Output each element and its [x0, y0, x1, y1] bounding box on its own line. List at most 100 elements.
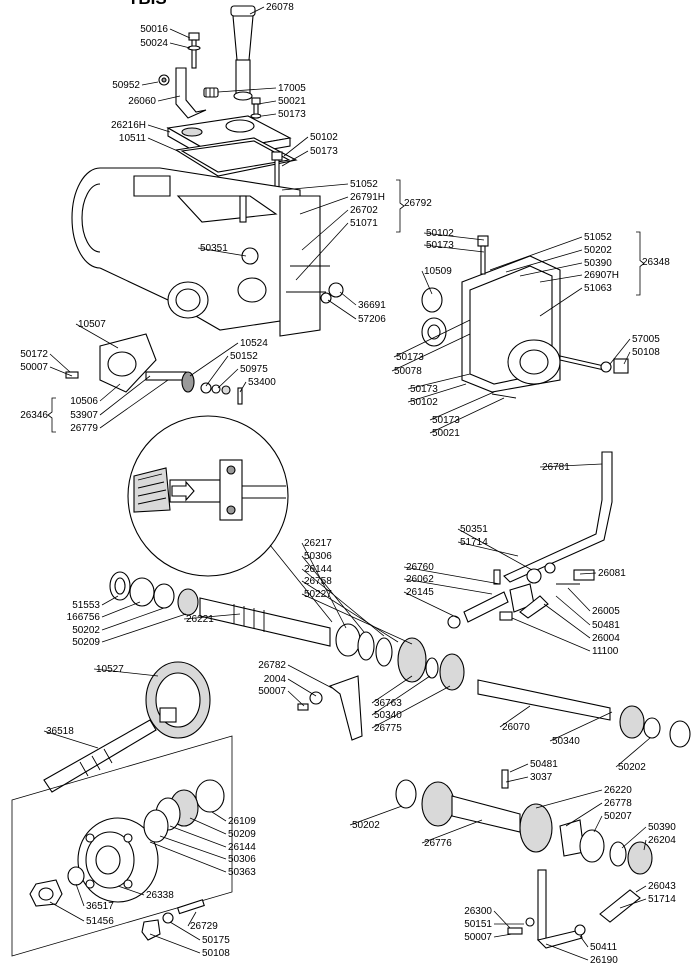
leader-line	[535, 789, 603, 809]
part-number-label: 51714	[648, 894, 676, 905]
part-number-label: 10506	[70, 396, 98, 407]
large-gear-part	[145, 661, 211, 739]
leader-line	[421, 819, 483, 844]
leader-line	[327, 299, 357, 320]
leader-line	[99, 383, 121, 402]
part-number-label: 10509	[424, 266, 452, 277]
side-cover-part	[421, 235, 629, 399]
leader-line	[549, 711, 613, 742]
part-number-label: 50202	[584, 245, 612, 256]
part-number-label: 26220	[604, 785, 632, 796]
part-number-label: 36763	[374, 698, 402, 709]
part-number-label: 26338	[146, 890, 174, 901]
part-number-label: 50207	[604, 811, 632, 822]
leader-line	[147, 137, 181, 153]
part-number-label: 26081	[598, 568, 626, 579]
page-title-fragment: TBIS	[128, 0, 167, 8]
part-number-label: 50102	[426, 228, 454, 239]
shift-lever-part	[230, 5, 256, 101]
leader-line	[615, 737, 651, 768]
leader-line	[539, 287, 583, 317]
leader-line	[157, 95, 181, 102]
part-number-label: 26729	[190, 921, 218, 932]
part-number-label: 50202	[352, 820, 380, 831]
part-number-label: 50102	[310, 132, 338, 143]
part-number-label: 26217	[304, 538, 332, 549]
shift-fork-part	[503, 451, 613, 585]
part-number-labels: 2607850016500245095226060170055002150173…	[20, 2, 676, 966]
leader-line	[169, 921, 201, 941]
group-brace	[47, 397, 56, 433]
leader-line	[211, 811, 227, 822]
leader-line	[489, 236, 583, 271]
part-number-label: 50363	[228, 867, 256, 878]
part-number-label: 50481	[592, 620, 620, 631]
part-number-label: 50108	[632, 347, 660, 358]
part-number-label: 50021	[432, 428, 460, 439]
part-number-label: 166756	[67, 612, 101, 623]
part-number-label: 51063	[584, 283, 612, 294]
part-number-label: 50209	[228, 829, 256, 840]
leader-line	[217, 87, 277, 93]
part-number-label: 26702	[350, 205, 378, 216]
part-number-label: 26778	[604, 798, 632, 809]
main-shaft-row-part	[109, 571, 465, 691]
part-number-label: 2004	[264, 674, 287, 685]
leader-line	[429, 397, 505, 434]
part-number-label: 50340	[374, 710, 402, 721]
leader-line	[407, 383, 467, 403]
part-number-label: 50021	[278, 96, 306, 107]
leader-line	[101, 613, 187, 643]
leader-line	[635, 885, 647, 893]
group-brace	[636, 231, 645, 296]
part-number-label: 26907H	[584, 270, 619, 281]
leader-line	[99, 379, 169, 429]
leader-line	[457, 528, 533, 571]
leader-line	[169, 28, 191, 39]
leader-line	[295, 222, 349, 281]
leader-line	[567, 587, 591, 612]
gear-cluster-part	[395, 769, 653, 875]
part-number-label: 26346	[20, 410, 48, 421]
part-number-label: 26145	[406, 587, 434, 598]
part-number-label: 26221	[186, 614, 214, 625]
leader-line	[619, 898, 647, 909]
leader-line	[147, 124, 171, 133]
part-number-label: 51071	[350, 218, 378, 229]
part-number-label: 26062	[406, 574, 434, 585]
part-number-label: 50390	[584, 258, 612, 269]
leader-line	[99, 375, 151, 416]
part-number-label: 50007	[258, 686, 286, 697]
leader-line	[499, 705, 531, 728]
leader-line	[371, 675, 431, 716]
shaft-36518-part	[43, 719, 157, 793]
leader-line	[423, 232, 485, 241]
leader-line	[299, 196, 349, 215]
part-number-label: 26216H	[111, 120, 146, 131]
part-number-label: 26792	[404, 198, 432, 209]
detail-magnifier-circle	[127, 415, 333, 623]
part-number-label: 26348	[642, 257, 670, 268]
part-number-label: 26782	[258, 660, 286, 671]
leader-line	[287, 664, 333, 689]
part-number-label: 50102	[410, 397, 438, 408]
leader-line	[391, 333, 471, 372]
part-number-label: 50172	[20, 349, 48, 360]
leader-line	[183, 613, 241, 620]
leader-line	[493, 910, 511, 929]
part-number-label: 26043	[648, 881, 676, 892]
hub-part	[77, 817, 159, 903]
leader-line	[579, 935, 589, 948]
leader-line	[539, 463, 603, 468]
lever-26190-part	[507, 869, 641, 949]
leader-line	[301, 209, 349, 251]
bolt-26729-part	[141, 899, 205, 941]
group-brace	[396, 179, 405, 233]
leader-line	[117, 885, 145, 896]
group-braces	[47, 179, 645, 433]
part-number-label: 53907	[70, 410, 98, 421]
part-number-label: 50975	[240, 364, 268, 375]
leader-line	[457, 541, 519, 557]
part-number-label: 51456	[86, 916, 114, 927]
